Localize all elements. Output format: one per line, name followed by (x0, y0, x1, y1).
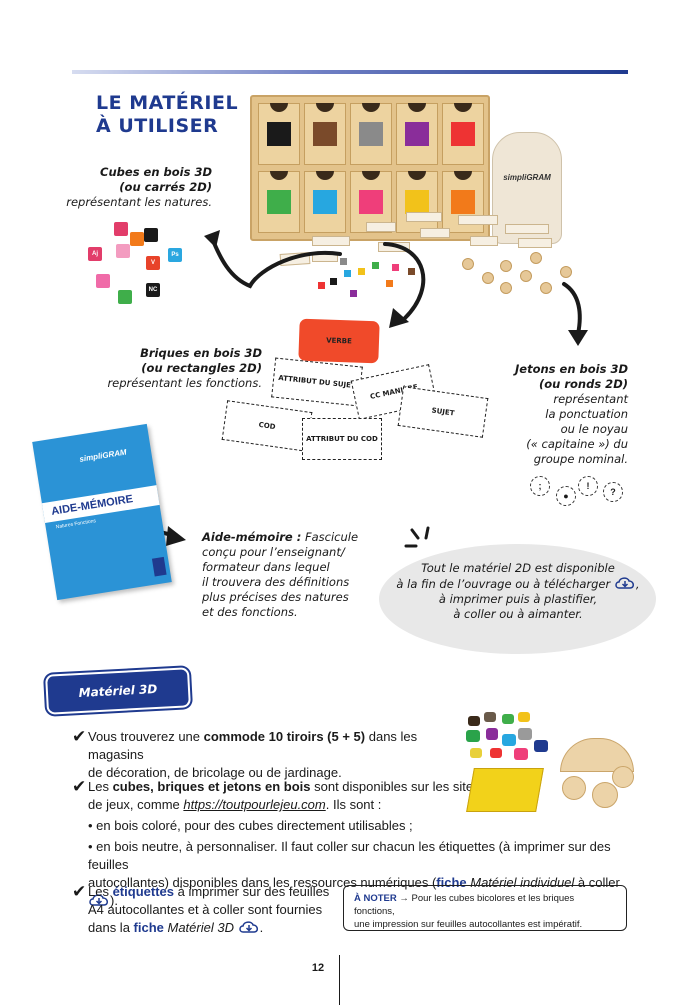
wood-token (540, 282, 552, 294)
wood-token (462, 258, 474, 270)
label-card (420, 228, 450, 238)
drawer (350, 103, 392, 165)
check-icon: ✔ (72, 727, 87, 747)
label-card (366, 222, 396, 232)
item-etiquettes: Les étiquettes à imprimer sur des feuill… (88, 884, 330, 935)
drawer-cabinet-photo (250, 95, 490, 241)
wood-pieces-photo (462, 710, 642, 820)
download-cloud-icon[interactable] (88, 893, 110, 907)
brick-cod: COD (221, 400, 313, 452)
wood-token (482, 272, 494, 284)
wood-cube (386, 280, 393, 287)
label-card (312, 236, 350, 246)
wood-token (520, 270, 532, 282)
item-commode: Vous trouverez une commode 10 tiroirs (5… (88, 729, 418, 780)
mini-cube (116, 244, 130, 258)
token-exclamation: ! (578, 476, 598, 496)
label-card (470, 236, 498, 246)
drawer (258, 103, 300, 165)
aide-memoire-booklet: simpliGRAM AIDE-MÉMOIRE Natures Fonction… (32, 423, 172, 601)
bag-logo: simpliGRAM (503, 173, 551, 182)
mini-cube (118, 290, 132, 304)
wood-cube (340, 258, 347, 265)
mini-cube (114, 222, 128, 236)
label-card (406, 212, 442, 222)
cube-pronom: Ps (168, 248, 182, 262)
toutpourlejeu-link[interactable]: https://toutpourlejeu.com (183, 797, 326, 812)
page-title: LE MATÉRIEL À UTILISER (96, 92, 239, 137)
download-cloud-icon[interactable] (238, 920, 260, 934)
check-icon: ✔ (72, 777, 87, 797)
wood-token (500, 282, 512, 294)
drawer (258, 171, 300, 233)
bricks-caption: Briques en bois 3D (ou rectangles 2D) re… (107, 346, 262, 390)
token-question: ? (603, 482, 623, 502)
drawer (304, 171, 346, 233)
wood-token (530, 252, 542, 264)
label-card (458, 215, 498, 225)
check-icon: ✔ (72, 882, 87, 902)
mini-cube (144, 228, 158, 242)
wood-cube (358, 268, 365, 275)
wood-cube (392, 264, 399, 271)
note-box: À NOTER → Pour les cubes bicolores et le… (343, 885, 627, 931)
aide-memoire-text: Aide-mémoire : Fascicule conçu pour l’en… (202, 530, 359, 619)
curved-arrow-icon (204, 230, 342, 289)
label-card (518, 238, 552, 248)
item-cubes-briques-jetons: Les cubes, briques et jetons en bois son… (88, 779, 620, 908)
bubble-text: Tout le matériel 2D est disponible à la … (396, 561, 640, 621)
brick-attribut-cod: ATTRIBUT DU COD (302, 418, 382, 460)
tokens-caption: Jetons en bois 3D (ou ronds 2D) représen… (515, 362, 628, 466)
top-rule (72, 70, 628, 74)
drawer (442, 103, 484, 165)
wood-token (560, 266, 572, 278)
drawer (304, 103, 346, 165)
download-cloud-icon[interactable] (614, 576, 636, 590)
cube-nom-commun: NC (146, 283, 160, 297)
wood-cube (330, 278, 337, 285)
info-bubble (379, 544, 656, 654)
drawer (396, 171, 438, 233)
mini-cube (96, 274, 110, 288)
token-semicolon: ; (530, 476, 550, 496)
wood-cube (344, 270, 351, 277)
brick-verbe: VERBE (298, 318, 380, 364)
mini-cube (130, 232, 144, 246)
wood-token (500, 260, 512, 272)
brick-attribut-sujet: ATTRIBUT DU SUJET (271, 357, 363, 407)
spark-icon (404, 526, 430, 548)
drawer (396, 103, 438, 165)
wood-cube (408, 268, 415, 275)
page-number: 12 (311, 962, 325, 974)
curved-arrow-icon (383, 242, 426, 328)
curved-arrow-icon (562, 282, 588, 346)
cube-verbe: V (146, 256, 160, 270)
label-card (505, 224, 549, 234)
section-tab-materiel-3d: Matériel 3D (47, 669, 189, 713)
wood-cube (372, 262, 379, 269)
wood-cube (318, 282, 325, 289)
cube-adjectif: Aj (88, 247, 102, 261)
page-divider (339, 955, 340, 1005)
cubes-caption: Cubes en bois 3D (ou carrés 2D) représen… (66, 165, 212, 209)
wood-cube (350, 290, 357, 297)
token-eye-icon: ● (556, 486, 576, 506)
